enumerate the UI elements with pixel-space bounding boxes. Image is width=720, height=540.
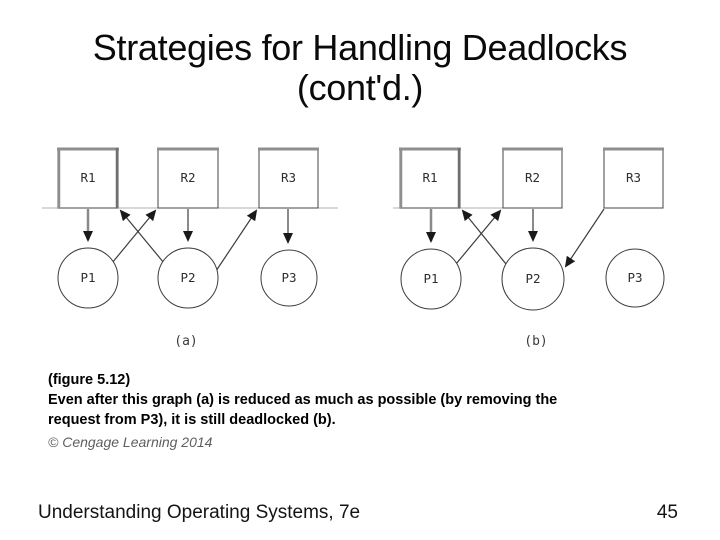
resource-node-R2 — [502, 147, 563, 209]
request-edge-P1-to-R2 — [455, 209, 502, 265]
resource-node-label: R3 — [626, 170, 641, 185]
resource-node-label: R3 — [281, 170, 296, 185]
process-node-label: P3 — [627, 270, 642, 285]
resource-node-label: R1 — [80, 170, 95, 185]
figure-caption-text-line2: request from P3), it is still deadlocked… — [48, 412, 336, 428]
resource-node-R3 — [603, 147, 664, 209]
request-edge-P2-to-R1 — [461, 209, 507, 265]
page-title-line2: (cont'd.) — [296, 67, 424, 108]
graph-sublabel-b: (b) — [524, 334, 547, 349]
resource-node-R2 — [157, 147, 219, 209]
process-node-label: P2 — [525, 271, 540, 286]
process-node-P2 — [157, 247, 219, 309]
figure-caption-label: (figure 5.12) — [48, 372, 131, 388]
process-node-label: P3 — [281, 270, 296, 285]
request-edge-R3-to-P2 — [564, 208, 605, 268]
footer-book-title: Understanding Operating Systems, 7e — [38, 502, 361, 523]
slide-footer: Understanding Operating Systems, 7e 45 — [38, 502, 678, 524]
resource-node-label: R1 — [422, 170, 437, 185]
process-node-P3 — [605, 248, 665, 308]
resource-node-R1 — [399, 147, 461, 209]
process-node-P2 — [501, 247, 565, 311]
process-node-P3 — [260, 249, 318, 307]
figure-caption: (figure 5.12) Even after this graph (a) … — [48, 370, 680, 452]
process-node-P1 — [400, 248, 462, 310]
resource-node-label: R2 — [180, 170, 195, 185]
page-title-line1: Strategies for Handling Deadlocks — [92, 27, 628, 68]
process-node-label: P1 — [423, 271, 438, 286]
footer-page-number: 45 — [656, 502, 678, 523]
resource-node-label: R2 — [525, 170, 540, 185]
graph-sublabel-a: (a) — [174, 334, 197, 349]
process-node-P1 — [57, 247, 119, 309]
page-title: Strategies for Handling Deadlocks (cont'… — [0, 28, 720, 108]
request-edge-P2-to-R1 — [119, 209, 165, 264]
request-edge-P2-to-R3 — [215, 209, 258, 272]
figure-caption-text-line1: Even after this graph (a) is reduced as … — [48, 392, 558, 408]
request-edge-P1-to-R2 — [111, 209, 157, 264]
process-node-label: P1 — [80, 270, 95, 285]
copyright-notice: © Cengage Learning 2014 — [48, 434, 213, 450]
process-node-label: P2 — [180, 270, 195, 285]
